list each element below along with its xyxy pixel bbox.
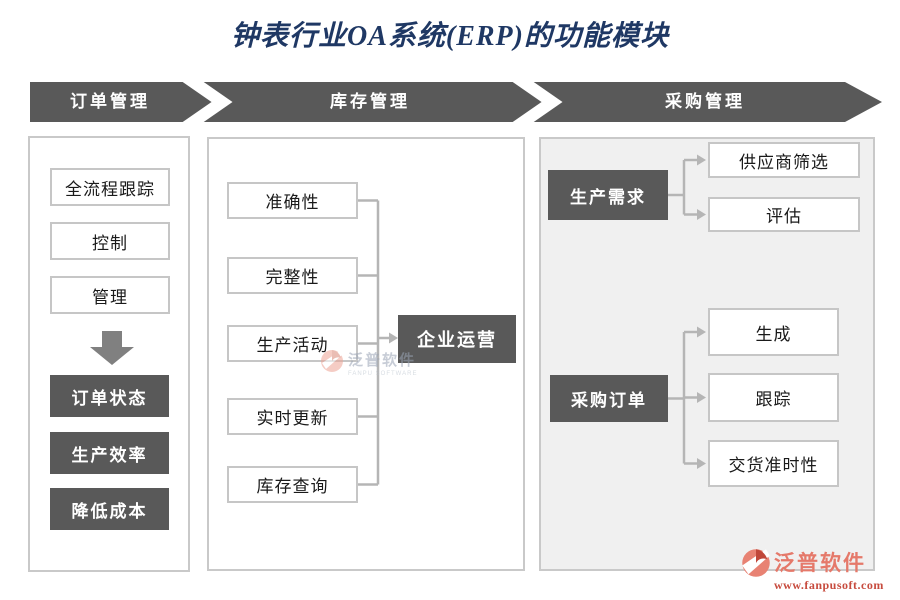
box-realtime-update: 实时更新: [227, 398, 358, 435]
box-management: 管理: [50, 276, 170, 314]
box-production-efficiency: 生产效率: [50, 432, 169, 474]
banner-order-management: 订单管理: [70, 92, 150, 111]
box-completeness: 完整性: [227, 257, 358, 294]
banner-inventory-management: 库存管理: [330, 92, 410, 111]
box-evaluation: 评估: [708, 197, 860, 232]
box-accuracy: 准确性: [227, 182, 358, 219]
box-production-demand: 生产需求: [548, 170, 668, 220]
box-delivery-punctuality: 交货准时性: [708, 440, 839, 487]
box-inventory-query: 库存查询: [227, 466, 358, 503]
brand-logo: 泛普软件 www.fanpusoft.com: [741, 547, 884, 593]
fanpu-logo-icon: [742, 549, 770, 577]
brand-name: 泛普软件: [774, 551, 866, 575]
box-purchase-order: 采购订单: [550, 375, 668, 422]
box-supplier-screening: 供应商筛选: [708, 142, 860, 178]
banner-procurement-management: 采购管理: [665, 92, 745, 111]
box-full-process-tracking: 全流程跟踪: [50, 168, 170, 206]
box-cost-reduction: 降低成本: [50, 488, 169, 530]
box-production-activity: 生产活动: [227, 325, 358, 362]
box-enterprise-operation: 企业运营: [398, 315, 516, 363]
page-title: 钟表行业OA系统(ERP)的功能模块: [230, 21, 669, 52]
box-generate: 生成: [708, 308, 839, 356]
box-control: 控制: [50, 222, 170, 260]
chevron-separator-icon: [512, 82, 563, 122]
box-tracking: 跟踪: [708, 373, 839, 422]
chevron-separator-icon: [182, 82, 233, 122]
box-order-status: 订单状态: [50, 375, 169, 417]
brand-url: www.fanpusoft.com: [774, 578, 884, 592]
